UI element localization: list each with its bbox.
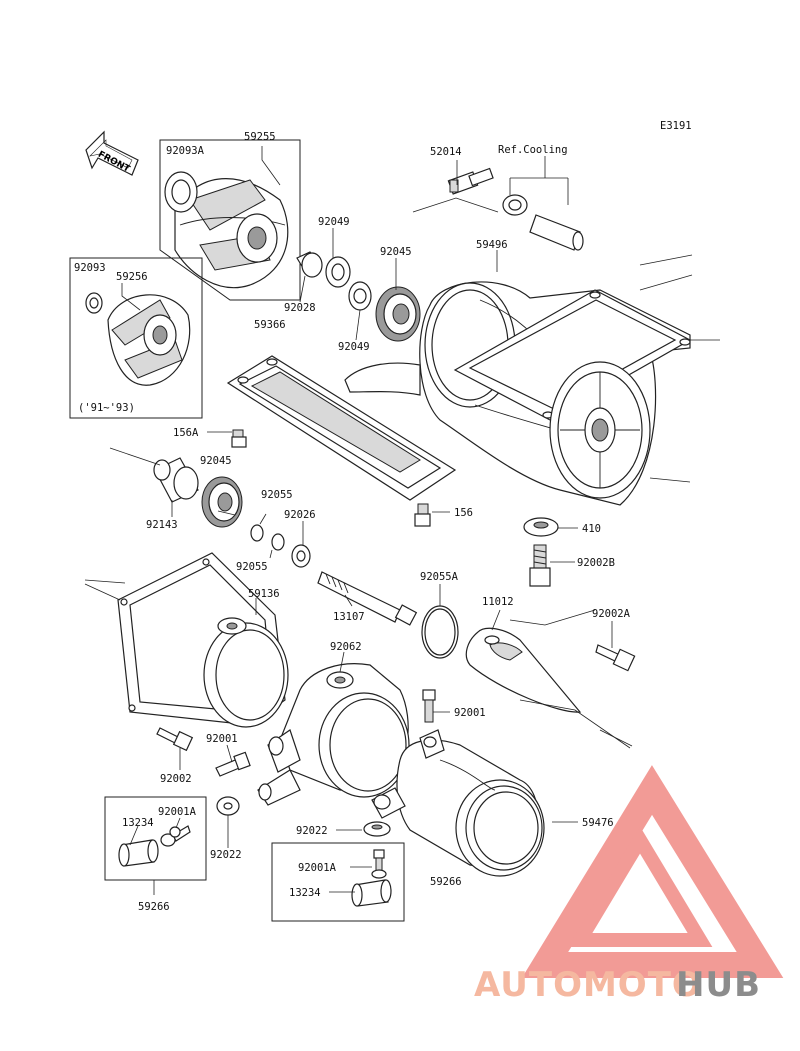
cooling-hose — [529, 214, 584, 251]
label-92093: 92093 — [74, 262, 106, 274]
bolt-92001A-left — [160, 825, 191, 847]
bolt-92002 — [156, 727, 194, 752]
bolt-92001-left — [215, 751, 251, 777]
label-92055-b: 92055 — [236, 561, 268, 573]
label-156A: 156A — [173, 427, 199, 439]
steering-nozzle-59476 — [371, 729, 545, 877]
o-ring-92055 — [250, 524, 285, 551]
diagram-code: E3191 — [660, 120, 692, 132]
label-92002B: 92002B — [577, 557, 615, 569]
shaft-13107 — [317, 571, 418, 626]
spacer-92028 — [296, 251, 323, 278]
label-92055A: 92055A — [420, 571, 459, 583]
bolt-156 — [414, 503, 431, 527]
label-92045-a: 92045 — [380, 246, 412, 258]
label-92143: 92143 — [146, 519, 178, 531]
bolt-156A — [231, 429, 247, 448]
label-11012: 11012 — [482, 596, 514, 608]
year-note: ('91~'93) — [78, 402, 135, 414]
front-arrow-icon: FRONT — [85, 130, 139, 176]
washer-92022-right — [363, 821, 391, 837]
label-92001-left: 92001 — [206, 733, 238, 745]
label-59496: 59496 — [476, 239, 508, 251]
bolt-92001A-right — [371, 849, 387, 879]
label-92001-center: 92001 — [454, 707, 486, 719]
ring-92093 — [85, 292, 103, 314]
label-59255: 59255 — [244, 131, 276, 143]
bolt-92002A — [595, 644, 636, 672]
watermark-text: AUTOMOTO HUB — [474, 965, 761, 1005]
watermark-logo — [521, 765, 784, 978]
washer-92022-left — [216, 796, 240, 816]
ref-cooling-label: Ref.Cooling — [498, 144, 568, 156]
label-410: 410 — [582, 523, 601, 535]
fitting-52014 — [447, 167, 494, 195]
watermark-hub: HUB — [676, 965, 761, 1005]
label-92049-b: 92049 — [338, 341, 370, 353]
label-92028: 92028 — [284, 302, 316, 314]
label-92045-b: 92045 — [200, 455, 232, 467]
washer-92049-b — [348, 281, 372, 311]
pump-housing-59496 — [344, 281, 692, 506]
washer-92049-a — [325, 256, 351, 288]
cone-11012 — [465, 627, 582, 713]
pivot-13234-right — [351, 879, 392, 907]
pivot-box-left — [104, 796, 207, 881]
bearing-92045-b — [201, 476, 243, 528]
o-ring-92055A — [421, 605, 459, 659]
pivot-13234-left — [118, 839, 159, 867]
label-92002A: 92002A — [592, 608, 631, 620]
label-52014: 52014 — [430, 146, 462, 158]
label-59366: 59366 — [254, 319, 286, 331]
ring-92093A — [164, 171, 198, 213]
label-59266-right: 59266 — [430, 876, 462, 888]
label-92002: 92002 — [160, 773, 192, 785]
label-92049-a: 92049 — [318, 216, 350, 228]
label-13234-left: 13234 — [122, 817, 154, 829]
label-156: 156 — [454, 507, 473, 519]
label-92026: 92026 — [284, 509, 316, 521]
label-59266-left: 59266 — [138, 901, 170, 913]
label-92001A-right: 92001A — [298, 862, 337, 874]
impeller-59255 — [174, 178, 289, 289]
label-92062: 92062 — [330, 641, 362, 653]
pivot-box-right — [271, 842, 405, 922]
label-92093A: 92093A — [166, 145, 205, 157]
collar-92026 — [291, 544, 311, 568]
bolt-92002B — [529, 544, 551, 587]
hose-clamp — [502, 194, 528, 216]
bearing-92045-a — [375, 286, 421, 342]
label-92022-left: 92022 — [210, 849, 242, 861]
label-92001A-left: 92001A — [158, 806, 197, 818]
label-13107: 13107 — [333, 611, 365, 623]
pump-cover-plate — [226, 355, 457, 501]
cap-410 — [523, 517, 559, 537]
label-59476: 59476 — [582, 817, 614, 829]
label-59256: 59256 — [116, 271, 148, 283]
impeller-old-box — [69, 257, 203, 419]
impeller-59256 — [107, 294, 191, 386]
label-13234-right: 13234 — [289, 887, 321, 899]
pump-case-59136 — [117, 552, 289, 728]
label-92055-a: 92055 — [261, 489, 293, 501]
label-59136: 59136 — [248, 588, 280, 600]
spacer-92143 — [153, 457, 199, 503]
watermark-auto-moto: AUTOMOTO — [474, 965, 702, 1005]
nozzle-92062 — [257, 663, 410, 806]
bolt-92001-center — [422, 689, 436, 723]
label-92022-right: 92022 — [296, 825, 328, 837]
